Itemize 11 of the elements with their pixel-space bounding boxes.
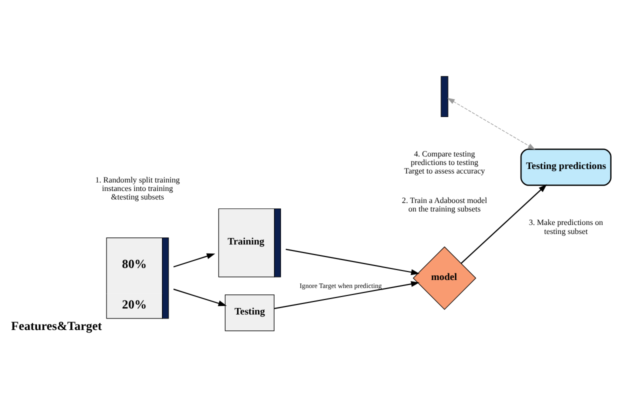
node-diamond: model xyxy=(412,246,476,310)
node-bar xyxy=(440,76,448,117)
node-label: Features&Target xyxy=(11,318,102,333)
arrow xyxy=(274,280,420,309)
node-box: Testing xyxy=(224,294,274,331)
arrow xyxy=(173,288,227,306)
node-box: Testing predictions xyxy=(520,148,612,186)
arrow xyxy=(173,252,216,267)
arrow xyxy=(460,184,547,264)
arrow xyxy=(286,248,420,275)
arrow xyxy=(447,97,536,150)
